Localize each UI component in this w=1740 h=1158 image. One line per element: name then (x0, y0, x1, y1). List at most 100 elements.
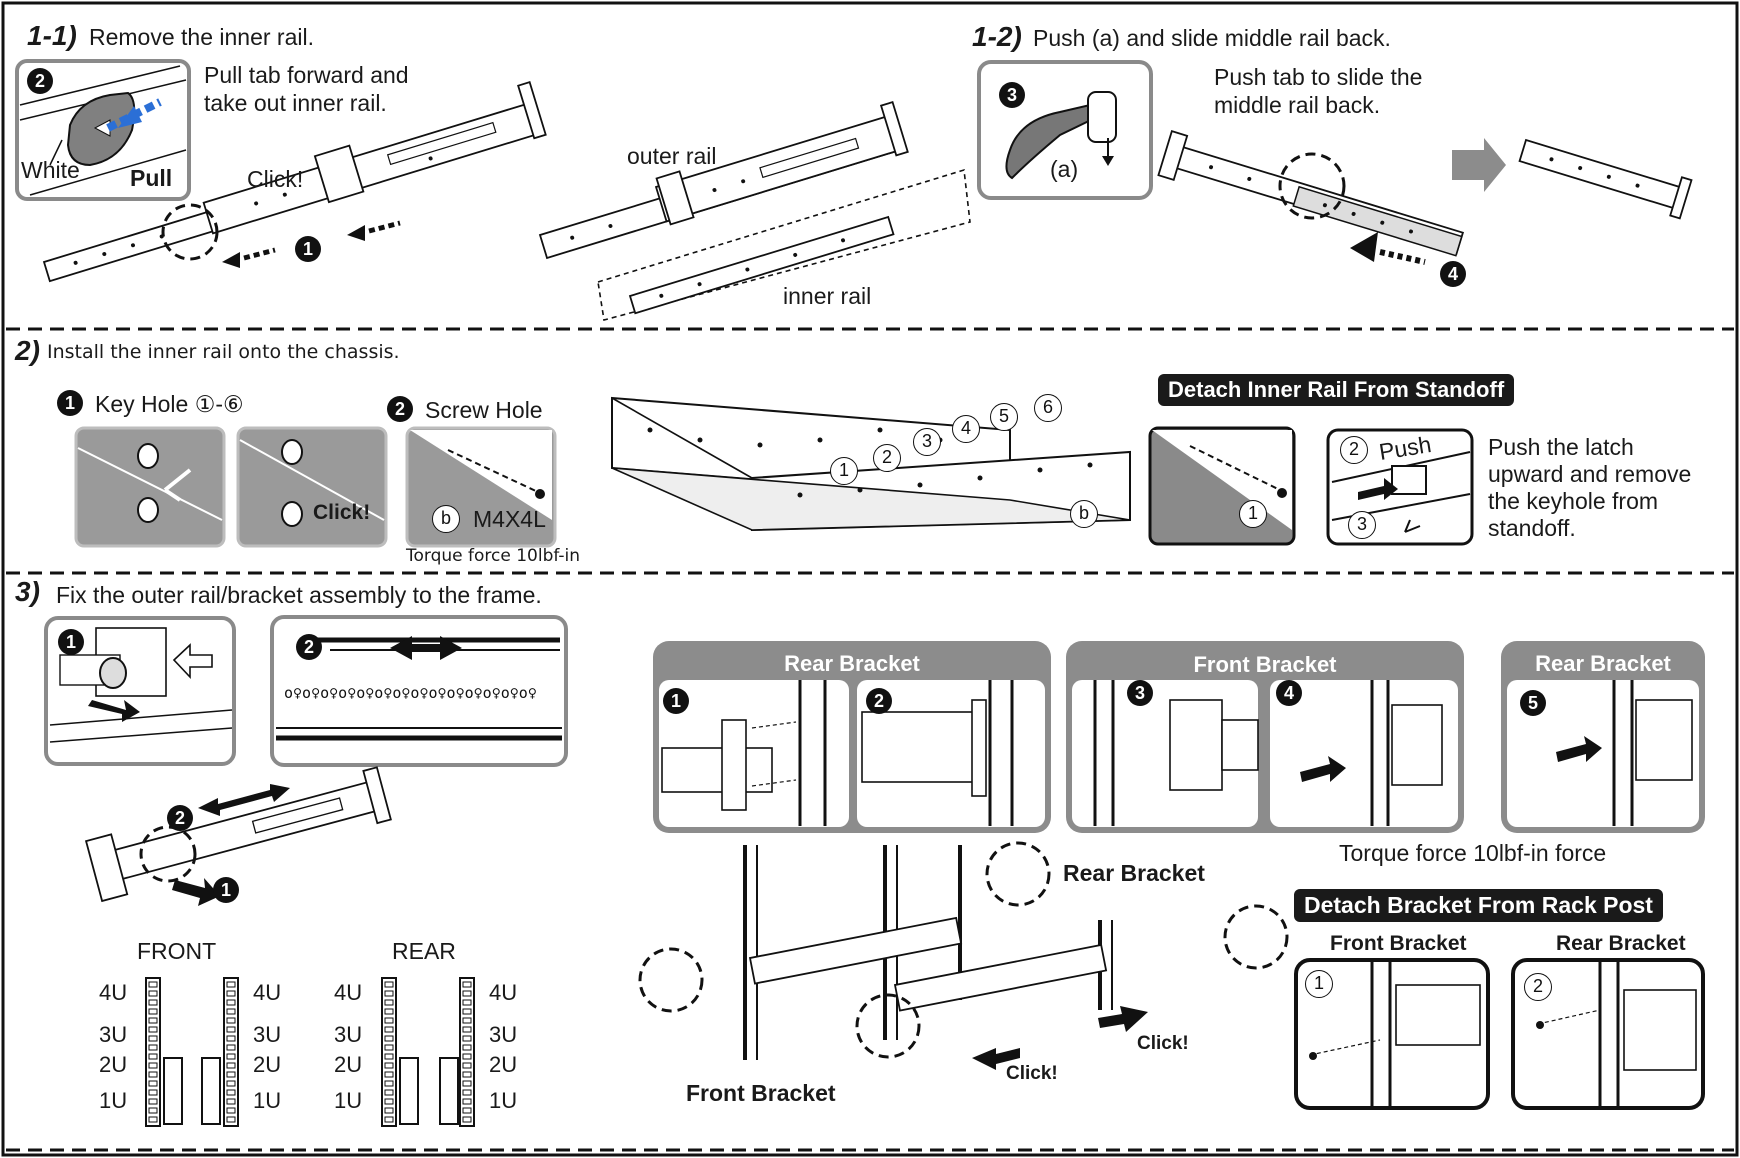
front-right-3u: 3U (253, 1022, 282, 1047)
inset-white-label: White (21, 157, 80, 183)
inner-rail (628, 215, 895, 315)
step-1-1-badge-1: 1 (295, 236, 321, 262)
chassis-hole-5: 5 (990, 403, 1018, 431)
front-left-1u: 1U (99, 1088, 128, 1113)
front-bracket-panel (1066, 641, 1464, 833)
key-hole-label: Key Hole ①-⑥ (95, 391, 244, 417)
step-1-1-heading: Remove the inner rail. (89, 24, 314, 50)
step-1-2-number: 1-2) (972, 21, 1022, 52)
front-bracket-panel-title: Front Bracket (1193, 652, 1337, 677)
rear-left-bracket (399, 1057, 419, 1125)
front-left-bracket (163, 1057, 183, 1125)
screw-hole-label: Screw Hole (425, 397, 543, 423)
detach-desc-line4: standoff. (1488, 515, 1576, 541)
click-label-3a: Click! (1006, 1063, 1058, 1084)
bracket-highlight-circle (139, 825, 197, 883)
rear-bracket-scene-label: Rear Bracket (1063, 860, 1205, 886)
step-1-1-badge-2: 2 (27, 68, 53, 94)
rack-install-scene (638, 841, 1289, 1070)
chassis-hole-2: 2 (873, 444, 901, 472)
step3-inset-2: o♀o♀o♀o♀o♀o♀o♀o♀o♀o♀o♀o♀o♀o♀ (270, 615, 568, 767)
front-bracket-scene-label: Front Bracket (686, 1080, 836, 1106)
rear-bracket-panel-a (653, 641, 1051, 833)
slide-arrows-3 (172, 784, 290, 906)
inner-rail-label: inner rail (783, 283, 872, 309)
step-3-rail-badge-1: 1 (213, 877, 239, 903)
step-1-2-badge-3: 3 (999, 82, 1025, 108)
step-2-badge-2: 2 (387, 396, 413, 422)
screw-b-marker: b (432, 505, 460, 533)
detach-rear-bracket-inset (1511, 958, 1705, 1110)
step-1-2-callout-line1: Push tab to slide the (1214, 64, 1423, 90)
chassis-hole-3: 3 (913, 428, 941, 456)
step-3-torque: Torque force 10lbf-in force (1339, 840, 1607, 866)
step-1-2-callout-line2: middle rail back. (1214, 92, 1381, 118)
step-1-1-callout-line2: take out inner rail. (204, 90, 387, 116)
front-right-4u: 4U (253, 980, 282, 1005)
chassis-hole-6: 6 (1034, 394, 1062, 422)
step-2-badge-1: 1 (57, 390, 83, 416)
detach-front-bracket-label: Front Bracket (1330, 932, 1467, 955)
detach-latch-n3: 3 (1348, 511, 1376, 539)
step-2-heading: Install the inner rail onto the chassis. (47, 341, 400, 363)
rear-right-post (459, 977, 475, 1127)
screw-spec-label: M4X4L (473, 506, 546, 532)
chassis-hole-1: 1 (830, 457, 858, 485)
middle-rail-assembly (1157, 130, 1465, 257)
detach-bracket-title: Detach Bracket From Rack Post (1294, 889, 1663, 923)
step-1-1-callout-line1: Pull tab forward and (204, 62, 409, 88)
detach-desc-line3: the keyhole from (1488, 488, 1659, 514)
latch-highlight-circle (1278, 152, 1346, 220)
detach-standoff-n1: 1 (1239, 500, 1267, 528)
inset-pull-tab (15, 59, 191, 201)
keyhole-inset-1 (74, 426, 226, 548)
rear-left-3u: 3U (334, 1022, 363, 1047)
rear-bracket-panel-b-title: Rear Bracket (1535, 651, 1671, 676)
step-3-inset-badge-2: 2 (296, 634, 322, 660)
step-3-number: 3) (15, 576, 40, 607)
rear-right-1u: 1U (489, 1088, 518, 1113)
rear-left-2u: 2U (334, 1052, 363, 1077)
rear-right-2u: 2U (489, 1052, 518, 1077)
bracket-step-5: 5 (1520, 690, 1546, 716)
front-left-4u: 4U (99, 980, 128, 1005)
rear-left-1u: 1U (334, 1088, 363, 1113)
tab-highlight-circle (161, 203, 219, 261)
step3-inset-1 (44, 616, 236, 766)
outer-rail-label: outer rail (627, 143, 717, 169)
outer-rail-bracket-assembly (84, 766, 392, 903)
step-3-rail-badge-2: 2 (167, 805, 193, 831)
svg-text:o♀o♀o♀o♀o♀o♀o♀o♀o♀o♀o♀o♀o♀o♀: o♀o♀o♀o♀o♀o♀o♀o♀o♀o♀o♀o♀o♀o♀ (284, 684, 537, 702)
rear-left-4u: 4U (334, 980, 363, 1005)
detach-front-n1: 1 (1305, 970, 1333, 998)
detach-rear-n2: 2 (1524, 973, 1552, 1001)
step-2-torque: Torque force 10lbf-in (406, 546, 581, 566)
rear-bracket-panel-a-title: Rear Bracket (784, 651, 920, 676)
inner-rail-dash-box (597, 168, 971, 322)
front-left-3u: 3U (99, 1022, 128, 1047)
bracket-step-2: 2 (866, 688, 892, 714)
tab-a-label: (a) (1050, 156, 1079, 182)
step-3-heading: Fix the outer rail/bracket assembly to t… (56, 582, 542, 608)
detach-standoff-inset (1148, 426, 1296, 546)
rack-unit-diagrams (145, 977, 475, 1127)
step-3-inset-badge-1: 1 (58, 629, 84, 655)
rail-assembly-1 (42, 81, 547, 283)
detach-front-bracket-inset (1294, 958, 1490, 1110)
rear-left-post (381, 977, 397, 1127)
detach-desc-line1: Push the latch (1488, 434, 1634, 460)
rear-bracket-panel-b (1501, 641, 1705, 833)
pull-arrow-1 (222, 220, 401, 268)
rear-label: REAR (392, 938, 456, 964)
rear-right-4u: 4U (489, 980, 518, 1005)
detach-latch-n2: 2 (1340, 436, 1368, 464)
front-right-1u: 1U (253, 1088, 282, 1113)
front-label: FRONT (137, 938, 217, 964)
rear-right-bracket (439, 1057, 459, 1125)
step-1-2-badge-4: 4 (1440, 261, 1466, 287)
keyhole-inset-2 (236, 426, 388, 548)
front-right-post (223, 977, 239, 1127)
chassis-hole-4: 4 (952, 415, 980, 443)
